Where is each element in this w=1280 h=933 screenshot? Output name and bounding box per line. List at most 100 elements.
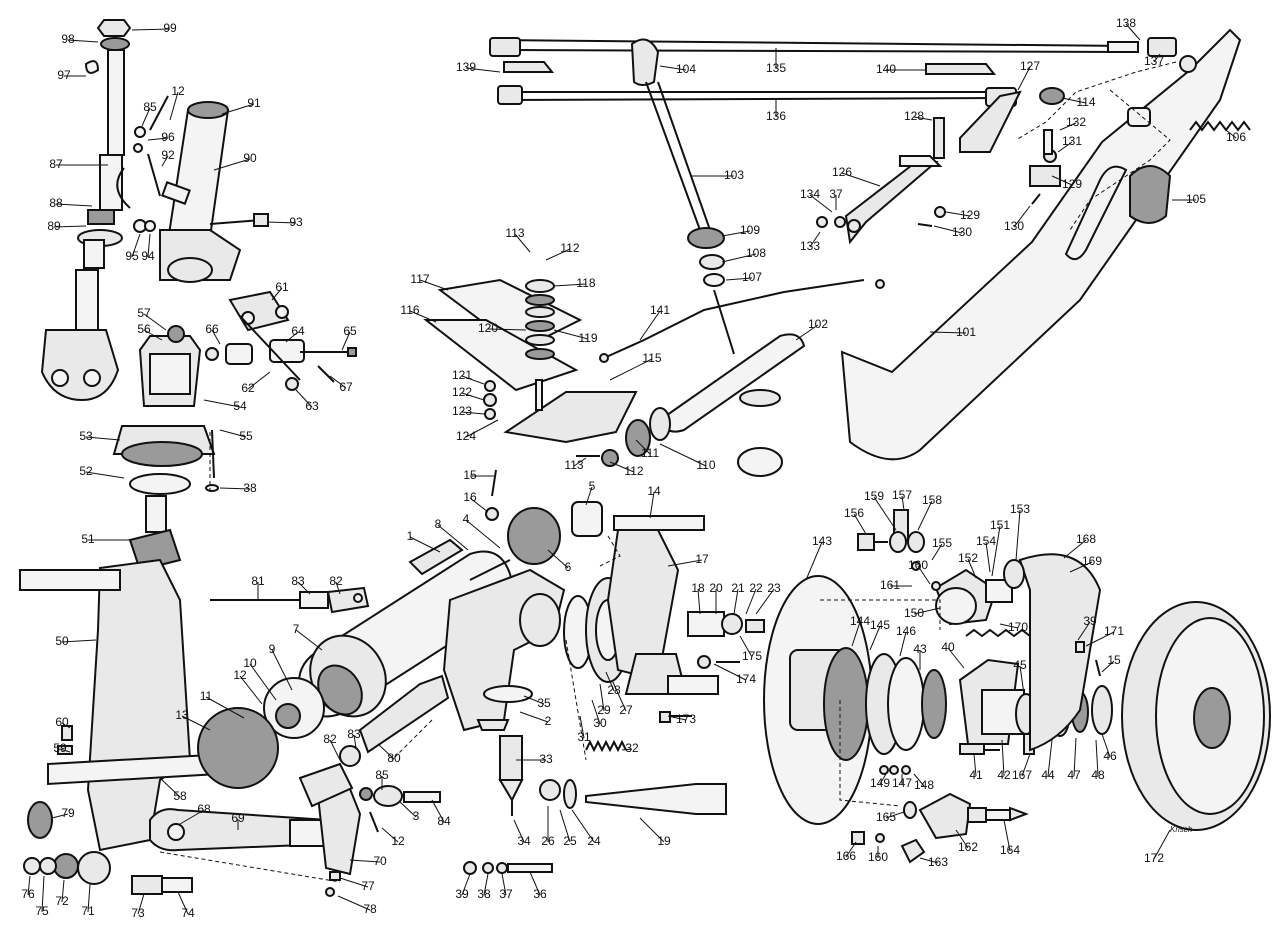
part-number-73: 73 (131, 906, 145, 920)
part-number-39: 39 (455, 887, 469, 901)
part-number-5: 5 (589, 479, 596, 493)
part-number-123: 123 (452, 404, 472, 418)
leader-line (399, 801, 417, 818)
leader-line (143, 329, 163, 341)
leader-line (461, 411, 485, 415)
leader-line (295, 629, 323, 651)
leader-line (469, 497, 489, 513)
leader-line (873, 496, 897, 531)
leader-line (1085, 631, 1115, 647)
leader-line (87, 883, 91, 913)
part-number-112: 112 (624, 464, 643, 478)
part-number-8: 8 (435, 517, 442, 531)
part-number-3: 3 (413, 809, 420, 823)
part-number-98: 98 (61, 32, 75, 46)
leader-line (169, 91, 179, 121)
leader-line (1051, 175, 1073, 186)
leader-line (339, 877, 369, 888)
part-number-10: 10 (243, 656, 257, 670)
part-number-130: 130 (1004, 219, 1024, 233)
part-number-141: 141 (650, 303, 670, 317)
leader-line (41, 875, 45, 913)
leader-line (219, 487, 251, 490)
part-number-151: 151 (990, 518, 1010, 532)
leader-line (1125, 23, 1141, 41)
part-number-45: 45 (1013, 658, 1027, 672)
part-number-146: 146 (896, 624, 916, 638)
part-number-29: 29 (597, 703, 611, 717)
leader-line (461, 392, 485, 401)
part-number-38: 38 (243, 481, 257, 495)
leader-line (465, 419, 499, 438)
part-number-128: 128 (904, 109, 924, 123)
leader-line (335, 581, 341, 595)
part-number-119: 119 (578, 331, 597, 345)
part-number-21: 21 (731, 581, 745, 595)
leader-line (967, 558, 977, 579)
part-number-89: 89 (47, 219, 61, 233)
part-number-47: 47 (1067, 768, 1081, 782)
part-number-95: 95 (125, 249, 139, 263)
leader-line (1013, 205, 1031, 228)
part-number-97: 97 (57, 68, 71, 82)
part-number-60: 60 (55, 715, 69, 729)
leader-line (1003, 819, 1011, 852)
leader-line (991, 525, 1001, 577)
part-number-22: 22 (749, 581, 763, 595)
part-number-27: 27 (619, 703, 633, 717)
leader-line (1101, 733, 1111, 758)
leader-line (483, 873, 489, 896)
part-number-130: 130 (952, 225, 972, 239)
part-number-85: 85 (143, 100, 157, 114)
leader-line (1057, 141, 1073, 153)
part-number-4: 4 (463, 512, 470, 526)
part-number-18: 18 (691, 581, 705, 595)
part-number-124: 124 (456, 429, 476, 443)
leader-line (573, 457, 587, 467)
part-number-160: 160 (908, 558, 928, 572)
leader-line (1063, 539, 1087, 559)
part-number-93: 93 (289, 215, 303, 229)
leader-line (51, 813, 69, 819)
leader-line (297, 581, 311, 595)
leader-line (437, 524, 469, 551)
part-number-149: 149 (870, 776, 890, 790)
leader-line (1225, 129, 1237, 139)
part-number-59: 59 (53, 741, 67, 755)
leader-line (667, 715, 687, 721)
part-number-6: 6 (565, 560, 572, 574)
leader-line (713, 663, 747, 681)
leader-line (621, 748, 633, 751)
leader-line (1015, 509, 1021, 561)
part-number-126: 126 (832, 165, 852, 179)
part-number-107: 107 (742, 270, 762, 284)
part-number-163: 163 (928, 855, 948, 869)
part-number-38: 38 (477, 887, 491, 901)
leader-line (353, 734, 357, 749)
part-number-127: 127 (1020, 59, 1040, 73)
leader-line (985, 541, 991, 573)
part-number-83: 83 (291, 574, 305, 588)
leader-line (609, 358, 653, 381)
part-number-80: 80 (387, 751, 401, 765)
leader-line (137, 893, 145, 915)
part-number-150: 150 (904, 606, 924, 620)
part-number-20: 20 (709, 581, 723, 595)
part-number-35: 35 (537, 696, 551, 710)
leader-line (899, 631, 907, 657)
leader-line (487, 328, 527, 331)
tie-rod-group (210, 586, 370, 614)
part-number-170: 170 (1008, 620, 1028, 634)
leader-line (755, 588, 775, 615)
leader-line (211, 329, 221, 345)
leader-line (329, 739, 341, 761)
leader-line (461, 375, 485, 385)
part-number-153: 153 (1010, 502, 1030, 516)
part-number-32: 32 (625, 741, 639, 755)
part-number-82: 82 (323, 732, 337, 746)
part-number-101: 101 (956, 325, 976, 339)
leader-line (809, 194, 833, 213)
part-number-83: 83 (347, 727, 361, 741)
leader-line (431, 799, 445, 823)
part-number-68: 68 (197, 802, 211, 816)
